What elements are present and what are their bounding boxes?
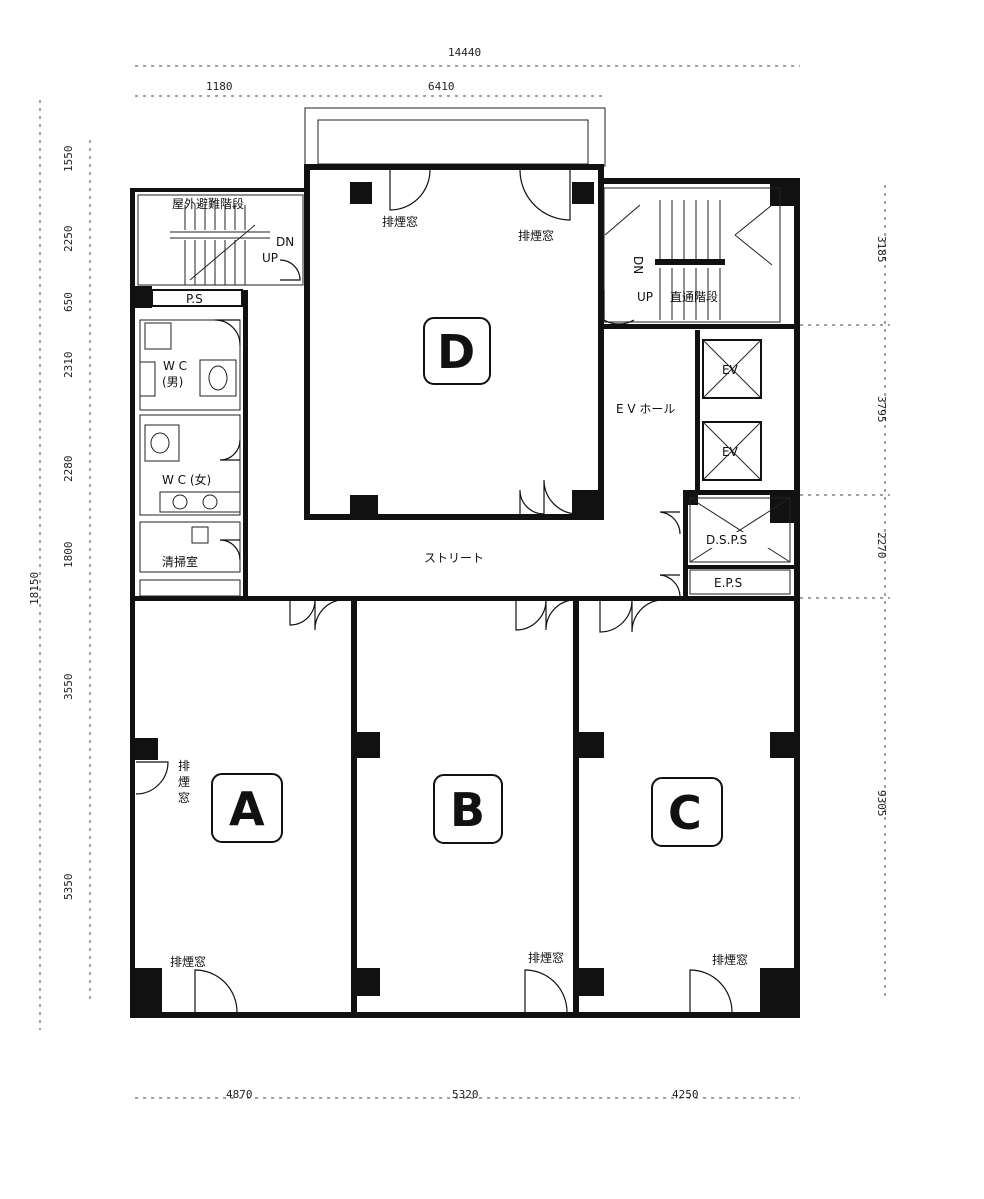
dim-left-total: 18150 — [28, 572, 41, 605]
direct-stairs-label: 直通階段 — [670, 289, 718, 304]
smoke-window-a: 排煙窓 — [170, 954, 206, 969]
elevators — [702, 339, 762, 481]
dim-right-2: 3795 — [875, 396, 888, 423]
unit-a: A — [211, 773, 283, 843]
smoke-window-d2: 排煙窓 — [518, 228, 554, 243]
dim-left-7: 3550 — [62, 674, 75, 701]
direct-stairs-dn: DN — [631, 256, 645, 274]
dsps-label: D.S.P.S — [706, 533, 747, 547]
smoke-window-a-side-3: 窓 — [178, 790, 190, 805]
cleaning-room — [139, 521, 241, 573]
dimension-lines — [39, 65, 890, 1099]
wc-women-label: W C (女) — [162, 472, 211, 487]
dim-top-mid: 6410 — [428, 80, 455, 93]
dim-bottom-3: 4250 — [672, 1088, 699, 1101]
unit-d-letter: D — [437, 325, 475, 379]
cleaning-sink — [191, 526, 209, 544]
structural-columns — [132, 180, 798, 1016]
unit-b: B — [433, 774, 503, 844]
wc-men-label-1: W C — [163, 359, 187, 373]
outdoor-stairs-label: 屋外避難階段 — [172, 196, 244, 211]
smoke-window-a-side-2: 煙 — [178, 775, 190, 789]
dsps-shaft — [689, 497, 791, 563]
ev-hall-label: E V ホール — [616, 402, 675, 416]
ps-label: P.S — [186, 292, 203, 306]
dim-left-3: 650 — [62, 292, 75, 312]
dim-top-overall: 14440 — [448, 46, 481, 59]
unit-d: D — [423, 317, 491, 385]
unit-c: C — [651, 777, 723, 847]
unit-b-letter: B — [450, 783, 485, 837]
outdoor-stairs — [137, 194, 304, 286]
left-small-shaft — [139, 579, 241, 597]
wc-men-label-2: (男) — [162, 375, 183, 389]
eps-shaft — [689, 569, 791, 595]
outdoor-stairs-up: UP — [262, 251, 278, 265]
building-outline — [130, 107, 800, 1018]
dim-top-left: 1180 — [206, 80, 233, 93]
dim-right-3: 2270 — [875, 532, 888, 559]
doors — [135, 169, 733, 1013]
dim-left-5: 2280 — [62, 456, 75, 483]
dim-bottom-2: 5320 — [452, 1088, 479, 1101]
smoke-window-b: 排煙窓 — [528, 950, 564, 965]
cleaning-label: 清掃室 — [162, 554, 198, 569]
direct-stairs-up: UP — [637, 290, 653, 304]
dim-left-1: 1550 — [62, 146, 75, 173]
outdoor-stairs-dn: DN — [276, 235, 294, 249]
dim-left-6: 1800 — [62, 542, 75, 569]
wc-men — [139, 319, 241, 411]
smoke-window-a-side-1: 排 — [178, 759, 190, 773]
eps-label: E.P.S — [714, 576, 742, 590]
unit-a-letter: A — [229, 782, 265, 836]
street-label: ストリート — [424, 551, 484, 565]
smoke-window-c: 排煙窓 — [712, 952, 748, 967]
wc-women — [139, 414, 241, 516]
ev-1-label: EV — [722, 363, 739, 377]
unit-c-letter: C — [668, 786, 702, 840]
dim-left-8: 5350 — [62, 874, 75, 901]
dim-left-4: 2310 — [62, 352, 75, 379]
ev-2-label: EV — [722, 445, 739, 459]
dim-right-4: 9305 — [875, 790, 888, 817]
dim-left-2: 2250 — [62, 226, 75, 253]
direct-stairs — [603, 187, 781, 323]
dim-right-1: 3185 — [875, 236, 888, 263]
ps-shaft — [151, 289, 243, 307]
dim-bottom-1: 4870 — [226, 1088, 253, 1101]
smoke-window-d1: 排煙窓 — [382, 214, 418, 229]
